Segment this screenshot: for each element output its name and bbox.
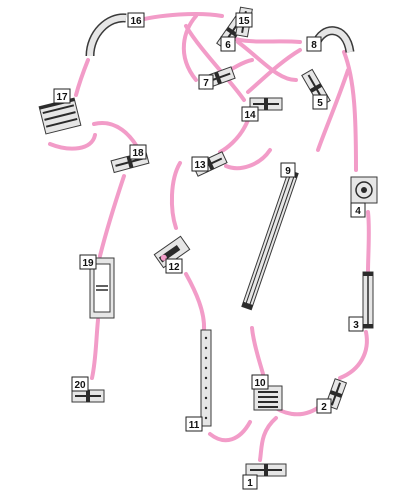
track-segment — [90, 318, 100, 380]
piece-4-label: 4 — [350, 202, 366, 218]
svg-text:4: 4 — [355, 206, 361, 217]
piece-8-label: 8 — [306, 36, 322, 52]
track-segment — [74, 58, 90, 97]
piece-9-long-beam[interactable]: 9 — [241, 162, 299, 311]
piece-14-connector[interactable]: 14 — [241, 97, 283, 122]
piece-2-label: 2 — [316, 398, 332, 414]
piece-17-label: 17 — [53, 88, 71, 104]
track-segment — [246, 48, 302, 94]
track-segment — [224, 148, 272, 171]
piece-16-curved-tube[interactable]: 16 — [85, 12, 145, 57]
piece-17-ribbed-block[interactable]: 17 — [38, 88, 82, 135]
piece-20-label: 20 — [71, 376, 89, 392]
svg-text:13: 13 — [194, 160, 206, 171]
track-segment — [258, 416, 278, 462]
piece-13-label: 13 — [191, 156, 209, 172]
svg-text:10: 10 — [254, 378, 266, 389]
piece-1-connector[interactable]: 1 — [242, 463, 287, 490]
piece-7-label: 7 — [198, 74, 214, 90]
svg-text:15: 15 — [238, 16, 250, 27]
track-segment — [208, 420, 252, 443]
piece-6-label: 6 — [220, 36, 236, 52]
piece-20-connector[interactable]: 20 — [71, 376, 105, 403]
piece-9-label: 9 — [280, 162, 296, 178]
svg-text:18: 18 — [132, 148, 144, 159]
piece-7-connector[interactable]: 7 — [198, 66, 236, 90]
track-segment — [366, 210, 371, 274]
track-route — [48, 12, 371, 462]
piece-2-connector[interactable]: 2 — [316, 378, 348, 414]
piece-5-connector[interactable]: 5 — [301, 68, 331, 110]
svg-text:11: 11 — [189, 420, 200, 431]
piece-10-label: 10 — [251, 374, 269, 390]
track-segment — [316, 68, 350, 152]
track-segment — [236, 40, 298, 82]
piece-8-curved-tube[interactable]: 8 — [306, 26, 355, 53]
svg-text:7: 7 — [203, 78, 209, 89]
piece-4-square-joint[interactable]: 4 — [350, 176, 378, 218]
svg-text:12: 12 — [168, 262, 180, 273]
piece-5-label: 5 — [312, 94, 328, 110]
svg-text:3: 3 — [353, 320, 359, 331]
piece-15-label: 15 — [235, 12, 253, 28]
track-segment — [184, 272, 207, 332]
svg-text:16: 16 — [130, 16, 142, 27]
piece-15-connector[interactable]: 15 — [235, 6, 253, 38]
track-segment — [230, 36, 302, 44]
track-segment — [250, 326, 266, 380]
svg-text:5: 5 — [317, 98, 323, 109]
svg-text:14: 14 — [244, 110, 256, 121]
svg-text:19: 19 — [82, 258, 94, 269]
piece-11-label: 11 — [185, 416, 203, 432]
piece-3-rail[interactable]: 3 — [348, 271, 374, 332]
piece-11-perforated-pole[interactable]: 11 — [185, 329, 212, 432]
track-segment — [169, 161, 182, 230]
svg-text:6: 6 — [225, 40, 231, 51]
piece-16-label: 16 — [127, 12, 145, 28]
piece-18-label: 18 — [129, 144, 147, 160]
svg-text:1: 1 — [247, 478, 253, 489]
track-segment — [130, 12, 224, 24]
piece-13-connector[interactable]: 13 — [191, 151, 228, 177]
track-segment — [98, 174, 126, 258]
track-segment — [181, 14, 198, 82]
piece-19-label: 19 — [79, 254, 97, 270]
piece-12-label: 12 — [165, 258, 183, 274]
svg-text:17: 17 — [56, 92, 68, 103]
track-segment — [48, 133, 97, 151]
track-segment — [338, 330, 369, 380]
piece-14-label: 14 — [241, 106, 259, 122]
track-segment — [184, 24, 246, 102]
piece-3-label: 3 — [348, 316, 364, 332]
svg-text:2: 2 — [321, 402, 327, 413]
piece-18-connector[interactable]: 18 — [110, 144, 150, 174]
svg-text:20: 20 — [74, 380, 86, 391]
piece-1-label: 1 — [242, 474, 258, 490]
track-segment — [342, 50, 358, 172]
piece-10-grate-panel[interactable]: 10 — [251, 374, 283, 411]
piece-19-tall-panel[interactable]: 19 — [79, 254, 115, 319]
track-segment — [218, 118, 250, 154]
piece-12-hinge-bracket[interactable]: 12 — [153, 235, 191, 274]
svg-text:9: 9 — [285, 166, 291, 177]
svg-text:8: 8 — [311, 40, 317, 51]
